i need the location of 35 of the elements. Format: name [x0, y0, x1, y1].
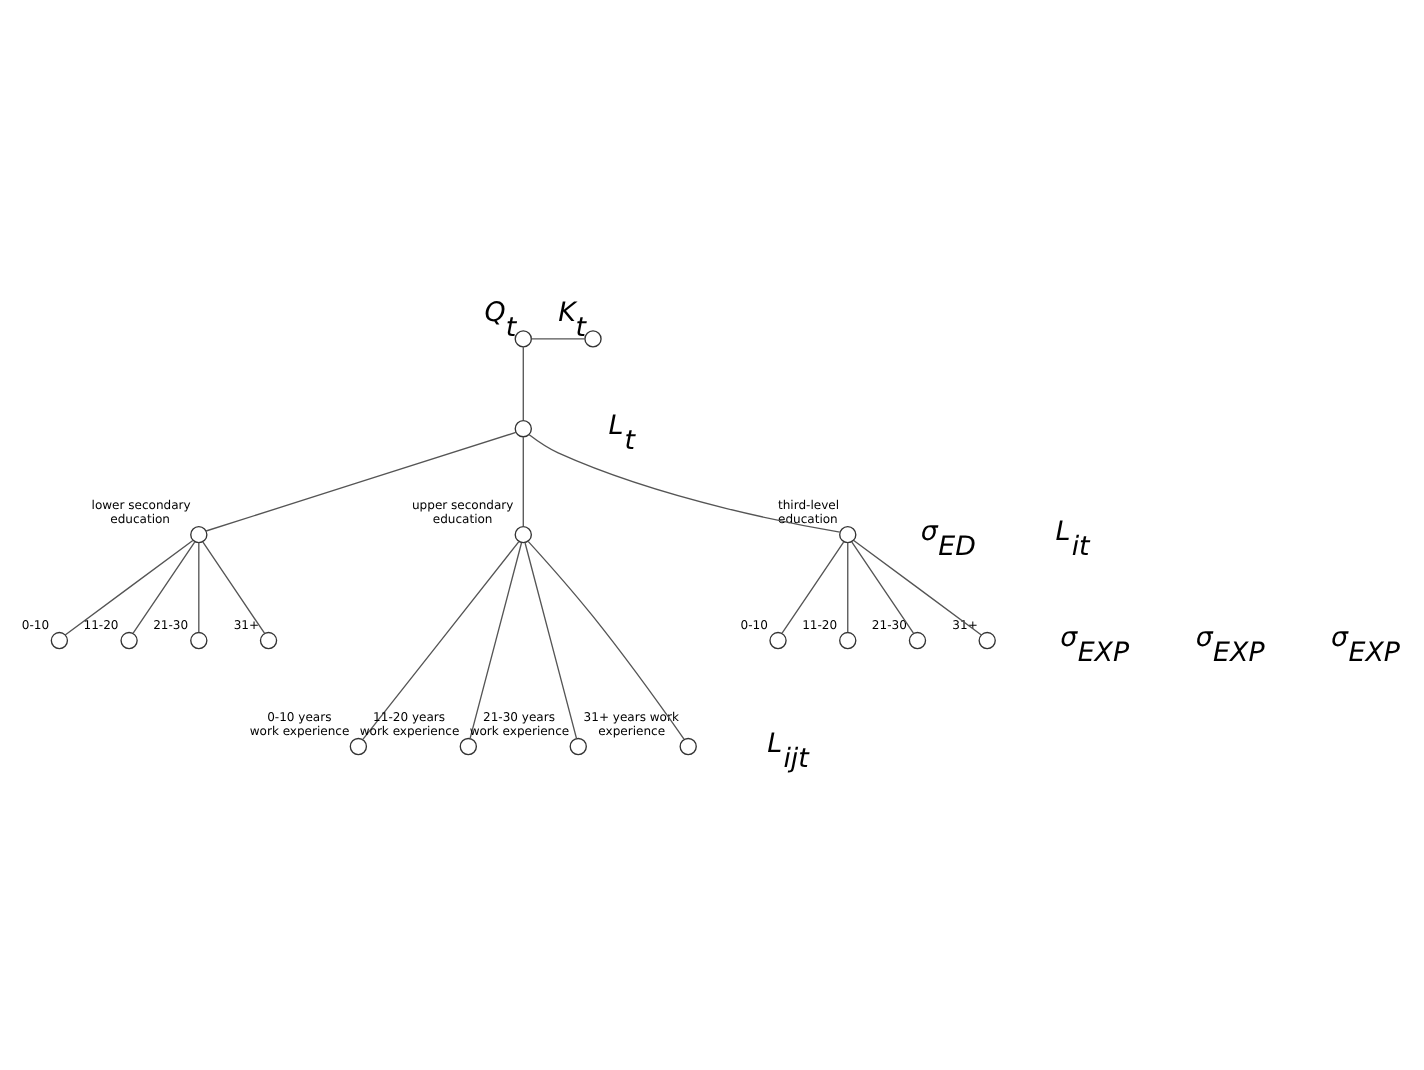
node-circle: [190, 524, 208, 543]
node-circle: [908, 630, 927, 649]
node-circle: [569, 736, 587, 755]
node-circle: [514, 419, 532, 437]
node-circle: [514, 329, 532, 347]
node-circle: [514, 524, 532, 543]
connector: [522, 345, 524, 420]
connector: [851, 540, 915, 633]
node-circle: [120, 630, 138, 649]
connector: [530, 337, 586, 339]
connector: [362, 539, 520, 740]
connector: [64, 538, 194, 635]
connector: [847, 541, 849, 632]
connector: [527, 539, 685, 739]
node-circle: [584, 329, 602, 347]
connector: [202, 540, 266, 633]
node-circle: [679, 736, 697, 755]
node-circle: [978, 630, 996, 649]
connector: [132, 540, 196, 633]
node-circle: [839, 524, 857, 543]
node-circle: [839, 630, 857, 649]
connector: [528, 432, 841, 532]
connector: [198, 541, 200, 632]
node-circle: [50, 630, 69, 649]
connector: [853, 538, 983, 635]
connector: [522, 435, 524, 527]
node-circle: [259, 630, 278, 649]
connector: [205, 430, 517, 531]
connector: [781, 540, 845, 633]
connector: [469, 541, 523, 739]
node-circle: [769, 630, 787, 649]
node-circle: [190, 630, 208, 649]
node-circle: [349, 736, 368, 755]
node-circle: [459, 736, 478, 755]
connector: [524, 541, 578, 739]
